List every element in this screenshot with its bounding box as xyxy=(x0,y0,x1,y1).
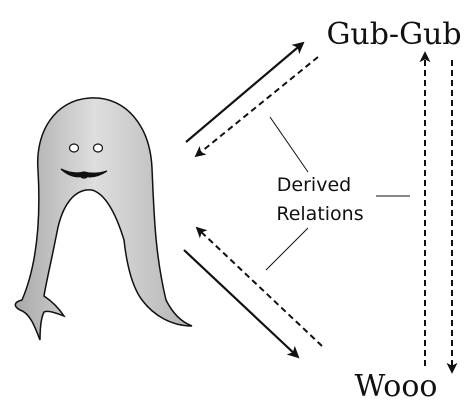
wooo-label: Wooo xyxy=(355,369,438,403)
creature-figure xyxy=(15,98,192,340)
gubgub-label: Gub-Gub xyxy=(326,17,461,52)
arrow-picture-to-gubgub xyxy=(186,43,303,142)
leader-line-top xyxy=(270,117,308,172)
nose xyxy=(80,173,88,178)
right-eye xyxy=(94,144,103,152)
arrow-wooo-to-picture xyxy=(197,228,322,346)
arrow-gubgub-to-picture xyxy=(196,57,318,156)
caption-line-1: Derived xyxy=(277,174,351,196)
left-eye xyxy=(70,144,79,152)
arrow-picture-to-wooo xyxy=(184,250,298,357)
leader-line-bottom xyxy=(266,228,308,270)
caption-line-2: Relations xyxy=(276,203,363,225)
creature-body xyxy=(15,98,192,340)
